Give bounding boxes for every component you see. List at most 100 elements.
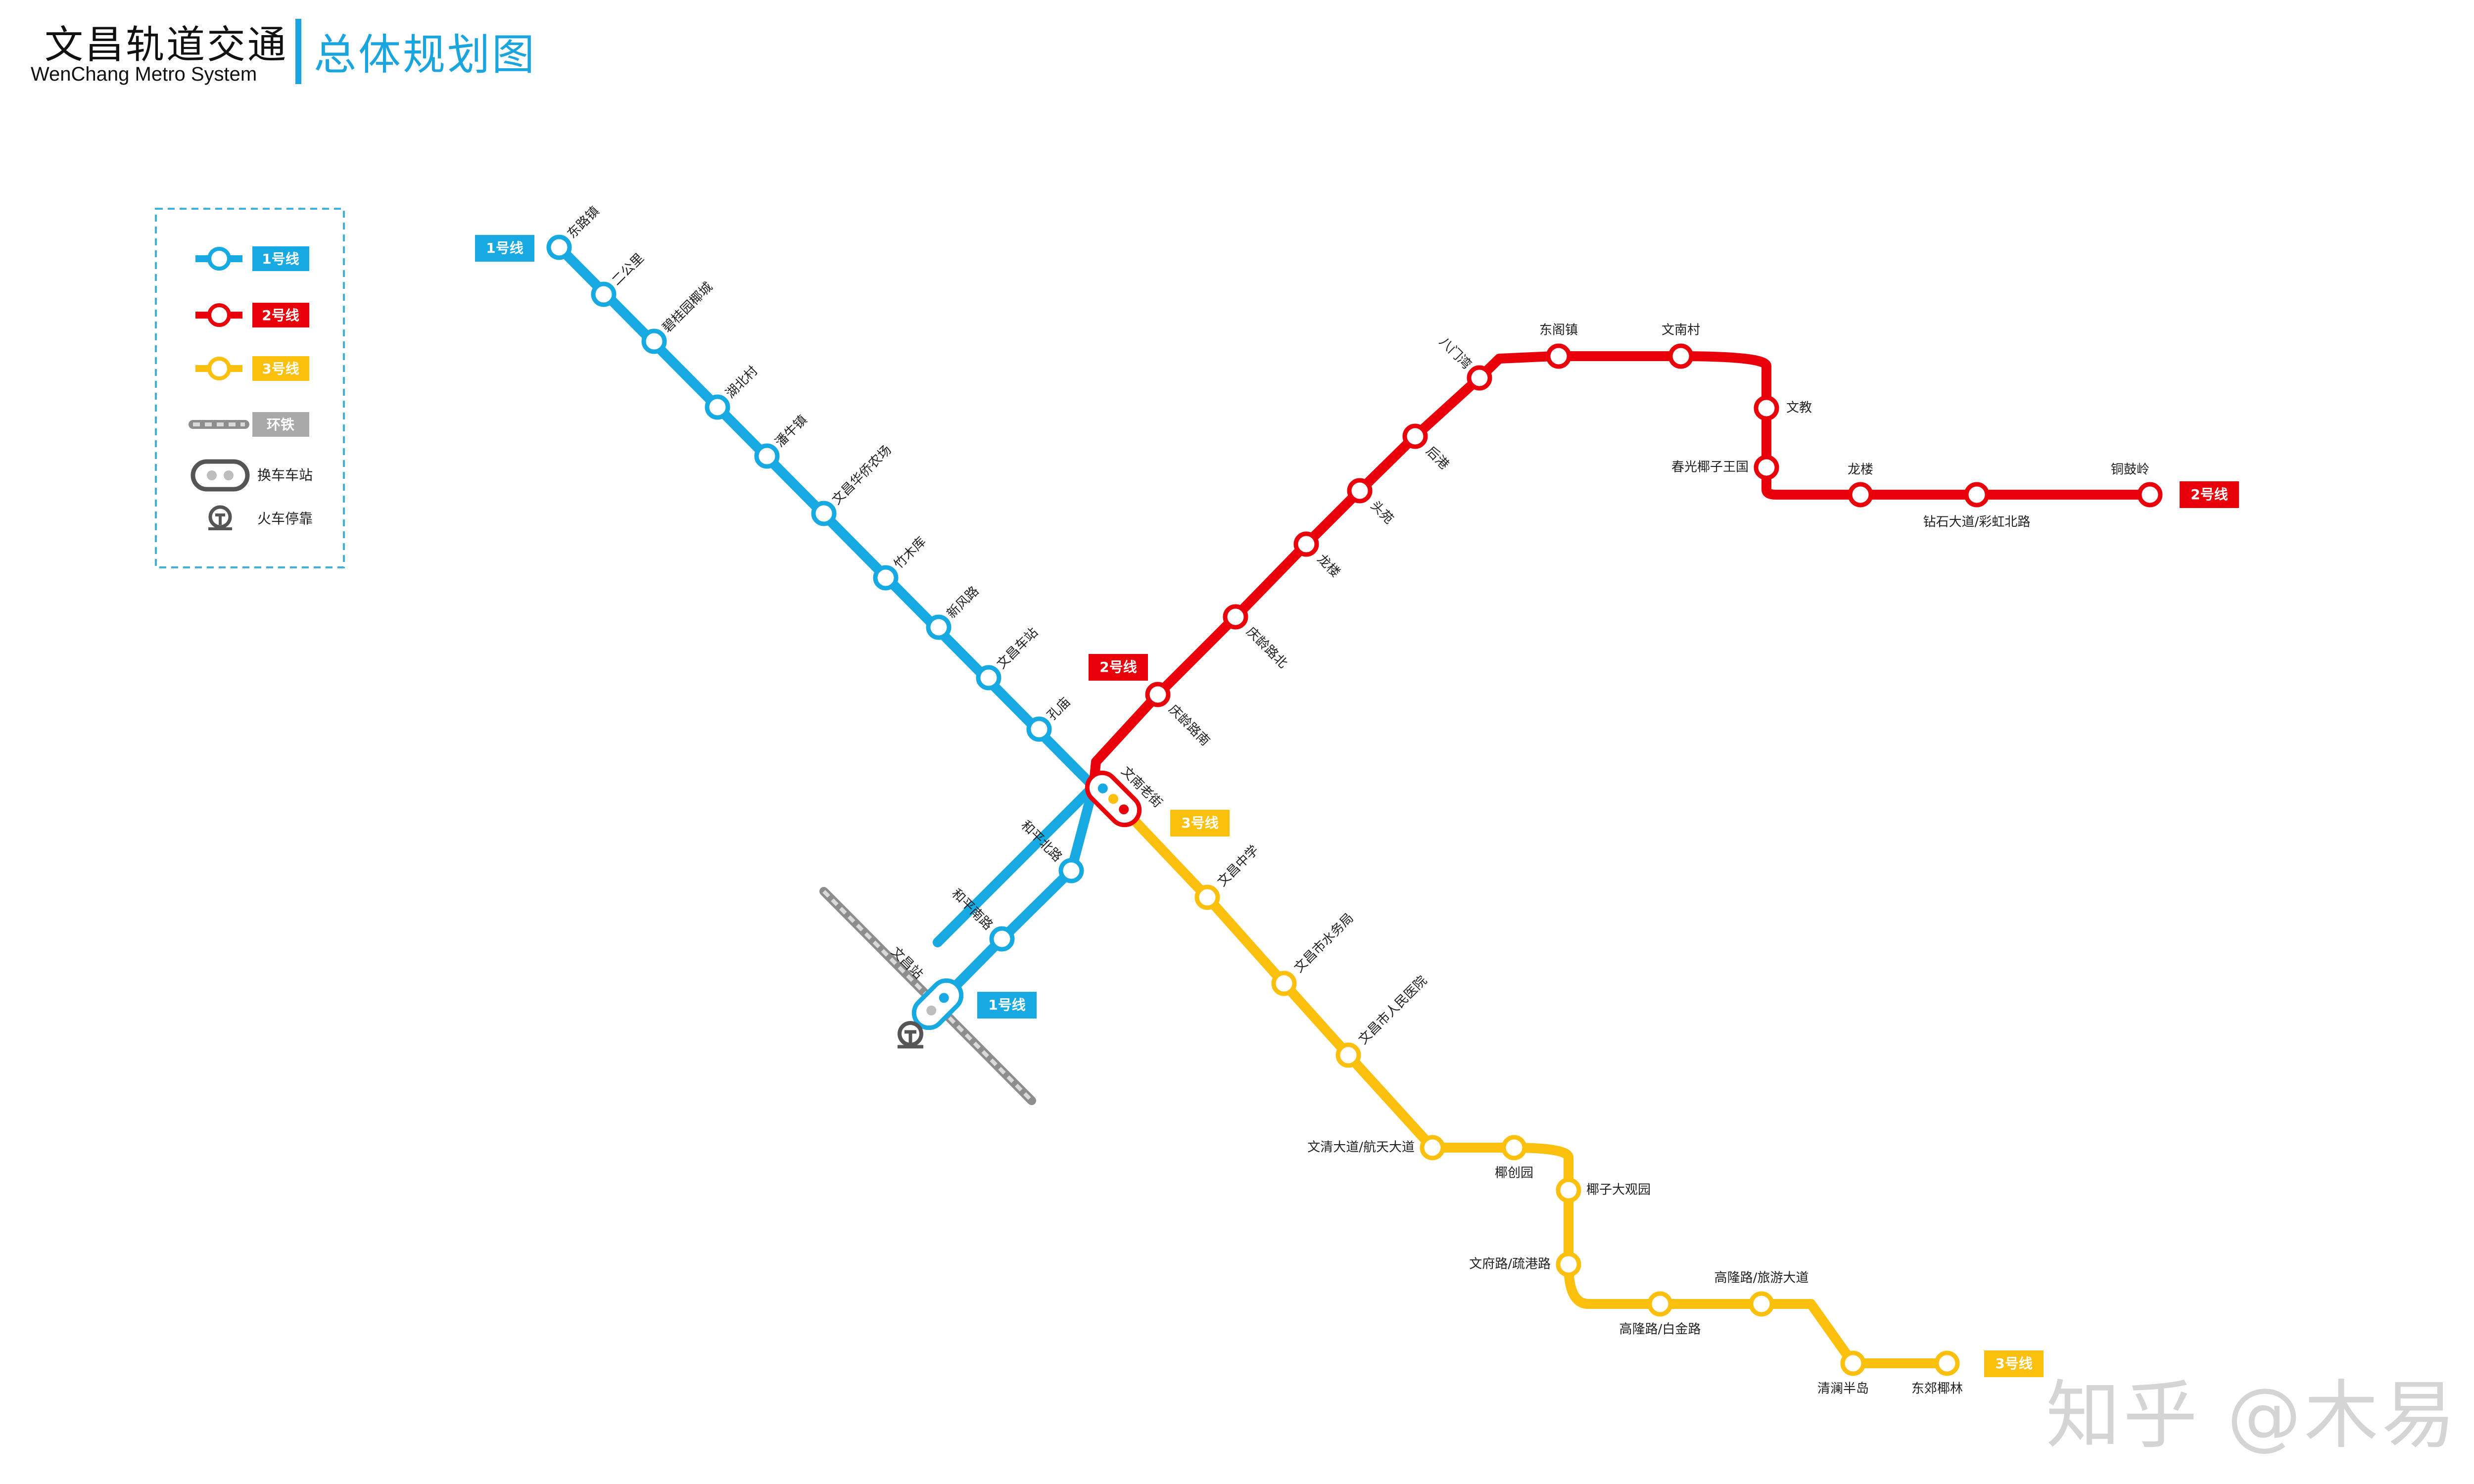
line3-station[interactable] (1556, 1177, 1581, 1203)
line1-station-label: 孔庙 (1045, 695, 1073, 723)
line1-station-label: 新风路 (944, 584, 982, 621)
line2-station[interactable] (1467, 365, 1492, 391)
line3-station[interactable] (1501, 1135, 1527, 1160)
legend-line2-swatch-tag (252, 303, 309, 327)
line3-station-label: 文昌中学 (1215, 842, 1262, 889)
legend-transfer-icon (190, 459, 250, 492)
line-tag-text: 3号线 (1995, 1355, 2032, 1372)
line3-station[interactable] (1194, 884, 1220, 910)
line3-tag-top: 3号线 (1170, 810, 1230, 836)
line1-tag-bottom: 1号线 (977, 992, 1037, 1019)
line-tag-box (2180, 481, 2239, 508)
line2-tag-mid: 2号线 (1089, 654, 1148, 681)
legend-transfer-dot (224, 470, 234, 480)
line2-station-label: 庆龄路北 (1243, 624, 1290, 671)
line1-station[interactable] (754, 443, 780, 469)
line3-station-label: 高隆路/旅游大道 (1714, 1271, 1809, 1286)
line2-station-label: 头苑 (1368, 498, 1396, 527)
line3-station-label: 椰创园 (1495, 1166, 1533, 1181)
title-english: WenChang Metro System (31, 63, 257, 85)
line2-station[interactable] (1347, 478, 1373, 504)
line1-station-label: 文昌车站 (994, 625, 1041, 672)
line2-station[interactable] (1964, 482, 1990, 508)
line1-station[interactable] (811, 501, 837, 526)
legend-transfer-dot (207, 470, 217, 480)
train-icon-ring (898, 1021, 923, 1047)
line1-tag-top: 1号线 (475, 235, 534, 262)
line1-station-label: 湖北村 (723, 364, 761, 401)
legend-train-icon (208, 505, 232, 530)
line2-station[interactable] (1848, 482, 1873, 508)
legend-rail-tag (252, 412, 309, 437)
line3-station-label: 文昌市水务局 (1291, 911, 1357, 976)
line-tag-box (475, 235, 534, 262)
line1-station[interactable] (926, 614, 952, 640)
line2-station-label: 文教 (1786, 401, 1812, 416)
line-tag-box (977, 992, 1037, 1019)
title-divider (295, 19, 301, 84)
wenchang-station[interactable] (908, 974, 967, 1034)
legend-line3-swatch-tag (252, 356, 309, 381)
line3-station[interactable] (1335, 1042, 1361, 1068)
line-tag-text: 2号线 (2190, 486, 2228, 503)
line3-tag-end: 3号线 (1984, 1350, 2044, 1377)
line1-station[interactable] (1058, 858, 1084, 883)
legend-line1-swatch-tag (252, 246, 309, 271)
line3-station-label: 文昌市人民医院 (1356, 973, 1430, 1047)
line1-south-path (934, 785, 1098, 1008)
line-tag-text: 1号线 (988, 997, 1025, 1013)
line-tag-text: 1号线 (486, 240, 523, 256)
line1-station[interactable] (591, 281, 617, 307)
line1-station[interactable] (705, 394, 730, 420)
line2-station-label: 后港 (1423, 444, 1452, 472)
line2-station-label: 庆龄路南 (1166, 702, 1213, 749)
line1-station[interactable] (1026, 716, 1052, 742)
line1-station[interactable] (873, 565, 899, 591)
train-icon-ring (208, 505, 232, 529)
transfer-dot-line1 (939, 993, 949, 1003)
line3-station[interactable] (1420, 1135, 1445, 1160)
line2-station-label: 文南村 (1662, 323, 1700, 338)
line3-station[interactable] (1934, 1350, 1960, 1376)
line2-station[interactable] (1402, 423, 1428, 449)
line3-station[interactable] (1647, 1291, 1673, 1317)
line2-station-label: 龙楼 (1314, 552, 1343, 580)
line2-station[interactable] (1754, 395, 1779, 421)
train-icon-base (208, 513, 232, 530)
legend-train-label: 火车停靠 (257, 510, 313, 527)
line-tag-box (1170, 810, 1230, 836)
legend-transfer-label: 换车车站 (257, 467, 313, 483)
line2-station-label: 钻石大道/彩虹北路 (1923, 515, 2031, 530)
line3-station[interactable] (1749, 1291, 1774, 1317)
line3-station-label: 高隆路/白金路 (1619, 1322, 1701, 1337)
transfer-dot-rail (926, 1005, 937, 1016)
line2-station-label: 铜鼓岭 (2111, 463, 2149, 477)
line2-station[interactable] (1293, 531, 1319, 557)
line1-station[interactable] (546, 234, 572, 260)
legend-line3-swatch-station (207, 357, 231, 380)
transfer-dot-line3 (1108, 794, 1118, 804)
line2-station[interactable] (1546, 343, 1571, 369)
line2-station[interactable] (2137, 482, 2163, 508)
line1-station-label: 竹木库 (891, 534, 929, 572)
line2-station-label: 龙楼 (1848, 463, 1873, 477)
line3-station[interactable] (1271, 971, 1297, 996)
line2-station[interactable] (1223, 604, 1248, 630)
line3-station[interactable] (1840, 1350, 1866, 1376)
line1-path (554, 242, 1098, 947)
legend-line2-label: 2号线 (262, 307, 299, 324)
line1-station[interactable] (976, 665, 1001, 691)
legend-line3-label: 3号线 (262, 361, 299, 377)
line3-station[interactable] (1556, 1252, 1581, 1277)
line2-station-label: 八门湾 (1436, 334, 1474, 372)
zhihu-watermark: 知乎 @木易 (2046, 1373, 2459, 1459)
line3-station-label: 文府路/疏港路 (1469, 1257, 1551, 1272)
line1-station-label: 二公里 (609, 251, 647, 288)
line2-station[interactable] (1754, 455, 1779, 480)
line2-station-label: 春光椰子王国 (1671, 460, 1749, 475)
line2-station[interactable] (1668, 343, 1694, 369)
line1-station[interactable] (641, 328, 667, 354)
line1-station[interactable] (989, 926, 1015, 952)
line2-station[interactable] (1145, 682, 1171, 707)
